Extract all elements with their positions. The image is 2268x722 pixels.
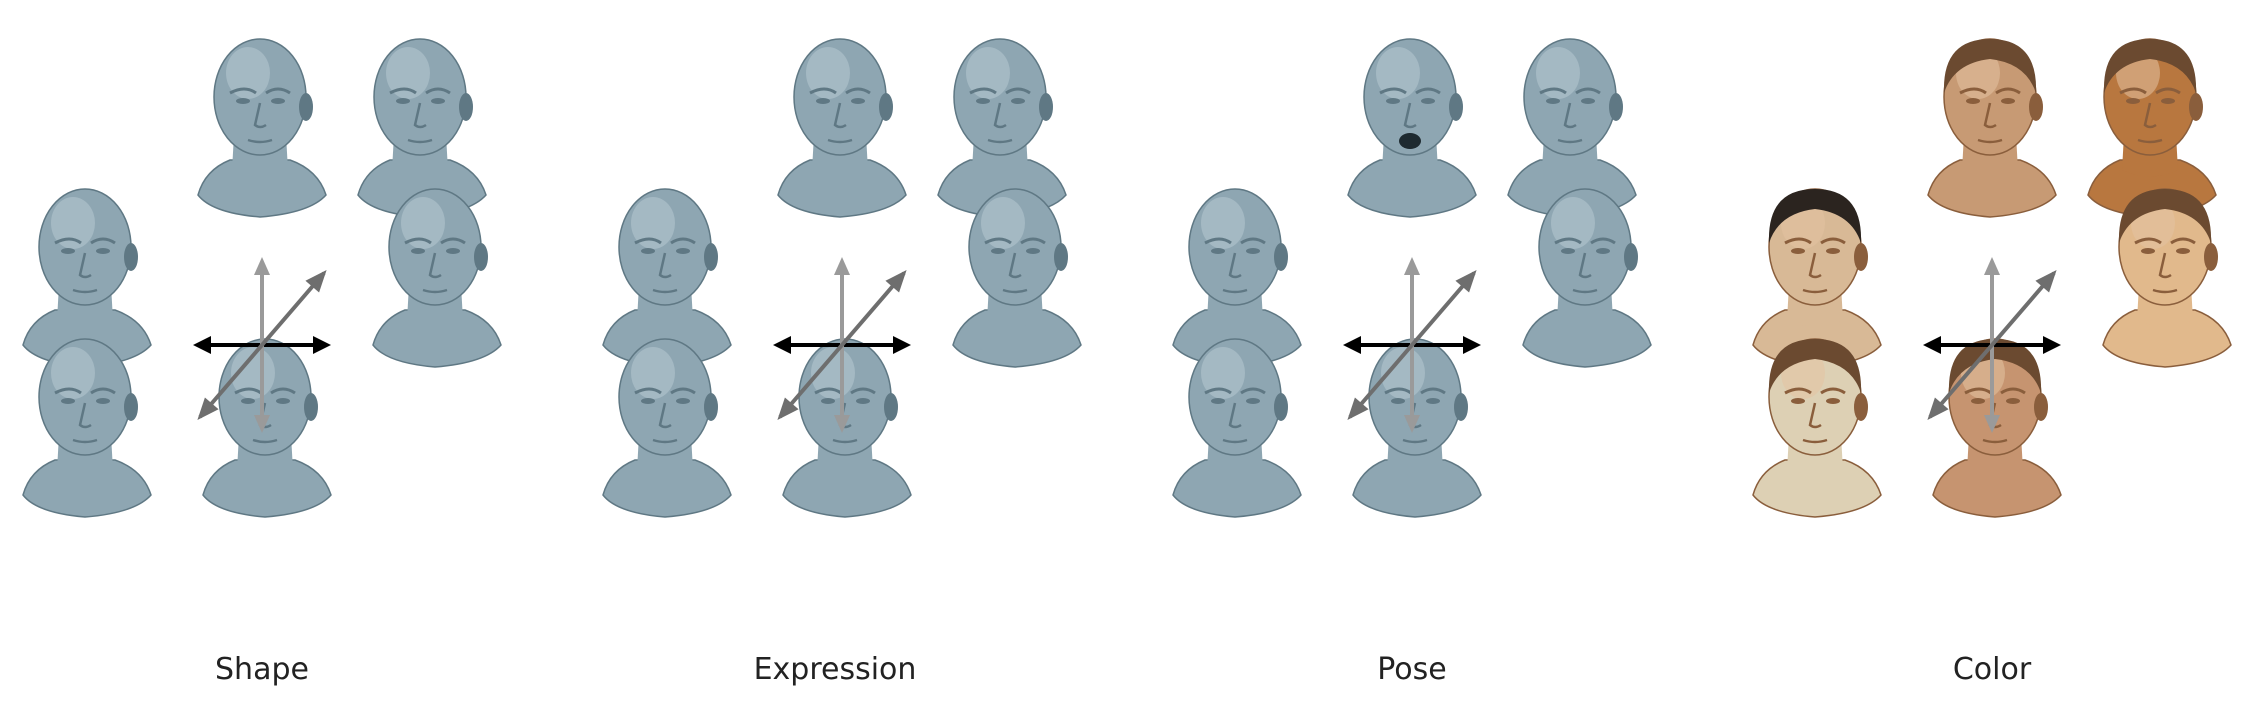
head-bottom-left: [602, 338, 732, 518]
axis-arrows: [193, 257, 331, 433]
head-right: [2102, 188, 2232, 368]
diagonal-arrow: [1347, 269, 1477, 421]
diagonal-arrow: [1927, 269, 2057, 421]
head-right: [952, 188, 1082, 368]
head-bottom-left: [22, 338, 152, 518]
axis-arrows: [1343, 257, 1481, 433]
panel-label-color: Color: [1952, 652, 2032, 687]
panel-label-pose: Pose: [1377, 652, 1447, 687]
panel-color: [1752, 38, 2232, 518]
head-bottom-left: [1172, 338, 1302, 518]
head-top-right: [2087, 38, 2217, 218]
head-bottom-right: [1352, 338, 1482, 518]
head-bottom-right: [1932, 338, 2062, 518]
panel-expression: [602, 38, 1082, 518]
panel-shape: [22, 38, 502, 518]
head-top-left: [197, 38, 327, 218]
head-top-left: [777, 38, 907, 218]
head-left: [22, 188, 152, 368]
panel-label-shape: Shape: [215, 652, 309, 687]
head-right: [1522, 188, 1652, 368]
head-top-left: [1347, 38, 1477, 218]
head-top-left: [1927, 38, 2057, 218]
head-bottom-right: [782, 338, 912, 518]
axis-arrows: [1923, 257, 2061, 433]
diagonal-arrow: [777, 269, 907, 421]
panel-pose: [1172, 38, 1652, 518]
diagonal-arrow: [197, 269, 327, 421]
head-top-right: [1507, 38, 1637, 218]
head-top-right: [357, 38, 487, 218]
head-top-right: [937, 38, 1067, 218]
panel-label-expression: Expression: [753, 652, 917, 687]
head-bottom-right: [202, 338, 332, 518]
axis-arrows: [773, 257, 911, 433]
head-bottom-left: [1752, 338, 1882, 518]
head-right: [372, 188, 502, 368]
